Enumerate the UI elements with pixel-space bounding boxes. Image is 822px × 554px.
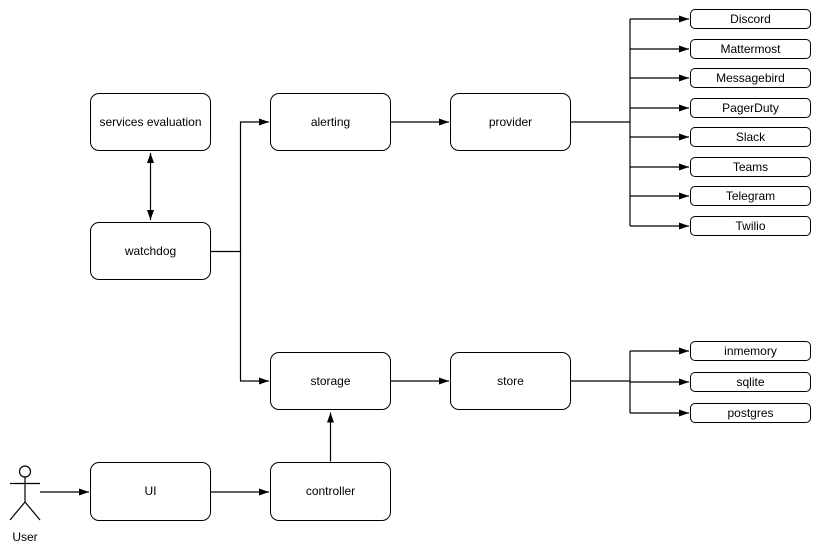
node-store: store: [450, 352, 571, 410]
edge-watchdog-storage: [239, 251, 269, 385]
node-services-evaluation: services evaluation: [90, 93, 211, 151]
node-alerting: alerting: [270, 93, 391, 151]
node-provider: provider: [450, 93, 571, 151]
node-twilio: Twilio: [690, 216, 811, 236]
node-messagebird: Messagebird: [690, 68, 811, 88]
edge-watchdog-alerting: [211, 118, 269, 253]
node-sqlite: sqlite: [690, 372, 811, 392]
node-mattermost: Mattermost: [690, 39, 811, 59]
node-postgres: postgres: [690, 403, 811, 423]
node-slack: Slack: [690, 127, 811, 147]
user-actor-label: User: [12, 530, 38, 544]
node-inmemory: inmemory: [690, 341, 811, 361]
node-telegram: Telegram: [690, 186, 811, 206]
stick-figure-leg-right: [24, 501, 41, 521]
node-teams: Teams: [690, 157, 811, 177]
node-discord: Discord: [690, 9, 811, 29]
node-watchdog: watchdog: [90, 222, 211, 280]
node-controller: controller: [270, 462, 391, 521]
node-pagerduty: PagerDuty: [690, 98, 811, 118]
node-storage: storage: [270, 352, 391, 410]
node-ui: UI: [90, 462, 211, 521]
stick-figure-leg-left: [9, 501, 26, 521]
user-actor-icon: [9, 465, 41, 521]
stick-figure-head: [18, 465, 32, 478]
